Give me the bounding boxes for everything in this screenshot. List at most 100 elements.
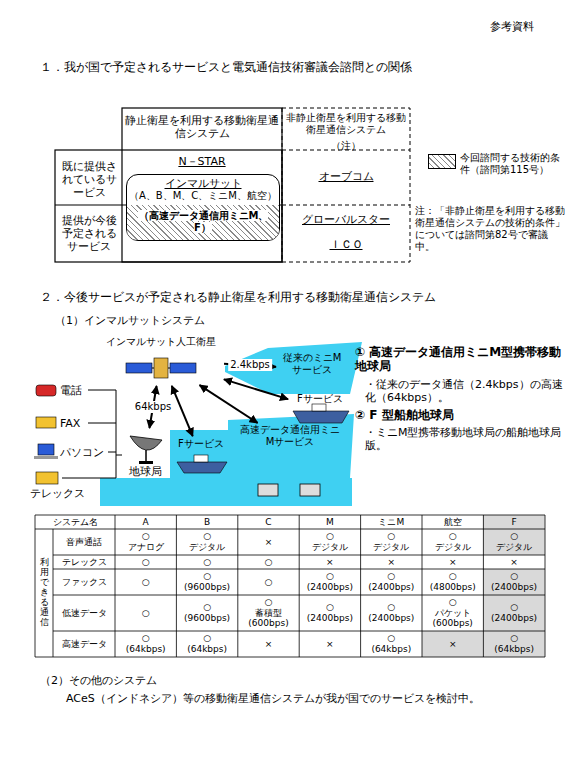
table-cell-text: ○ xyxy=(510,602,518,613)
system-name: ＩＣＯ xyxy=(284,238,408,251)
table-cell-text: × xyxy=(326,639,334,650)
land-band xyxy=(100,478,352,506)
table-cell: M xyxy=(299,515,360,529)
table-cell: ○(64kbps) xyxy=(176,631,237,657)
table-cell-text: (2400bps) xyxy=(368,582,414,593)
terminal-label: 電話 xyxy=(60,384,82,397)
table-cell: ○ xyxy=(115,569,176,595)
table-cell-text: デジタル xyxy=(312,542,348,553)
satellite-icon xyxy=(126,358,196,378)
table-cell-text: ○ xyxy=(142,531,150,542)
table-cell: × xyxy=(299,555,360,569)
table-cell-text: ○ xyxy=(265,577,273,588)
table-cell-text: システム名 xyxy=(53,517,98,528)
table-cell-text: (64kbps) xyxy=(126,644,166,655)
table-cell: ○デジタル xyxy=(299,529,360,555)
hatched-box: （高速データ通信用ミニM、F） xyxy=(127,205,279,240)
table-cell-text: ○ xyxy=(510,571,518,582)
system-name: N－STAR xyxy=(124,155,280,168)
service-region: 従来のミニMサービス xyxy=(278,352,346,386)
table-rule xyxy=(115,515,116,657)
edge-label: 64kbps xyxy=(133,401,173,413)
table-cell-text: テレックス xyxy=(62,557,107,568)
table-cell: ○ xyxy=(115,595,176,631)
table-cell-text: ○ xyxy=(203,531,211,542)
terminal-wiring xyxy=(62,390,122,478)
table-cell: ファックス xyxy=(53,569,115,595)
table-rule xyxy=(35,657,545,658)
node-text: Fサービス xyxy=(172,438,230,450)
table-cell-text: C xyxy=(265,517,271,528)
top-table-lines xyxy=(55,108,410,262)
table-cell: × xyxy=(483,555,544,569)
arrow-connector xyxy=(224,379,288,399)
static-column-frame xyxy=(122,108,282,262)
table-cell-text: ○ xyxy=(142,557,150,568)
table-cell: ○デジタル xyxy=(361,529,422,555)
table-cell: ○(2400bps) xyxy=(299,569,360,595)
table-rule xyxy=(53,529,54,657)
rows-frame xyxy=(55,150,282,262)
table-cell: ○蓄積型(600bps) xyxy=(238,595,299,631)
section-heading: ２．今後サービスが予定される静止衛星を利用する移動衛星通信システム xyxy=(40,290,560,304)
table-cell-text: ミニM xyxy=(378,517,404,528)
terminal-icons xyxy=(34,385,58,484)
table-cell-text: (2400bps) xyxy=(307,582,353,593)
table-cell: ○デジタル xyxy=(483,529,544,555)
arrow-connector xyxy=(172,386,193,436)
table-cell-text: デジタル xyxy=(189,542,225,553)
table-rule xyxy=(237,515,238,657)
table-rule xyxy=(35,515,545,516)
table-cell: ○アナログ xyxy=(115,529,176,555)
table-cell-text: (2400bps) xyxy=(491,582,537,593)
node-text: 地球局 xyxy=(122,465,168,478)
node-text: インマルサット人工衛星 xyxy=(100,336,222,348)
table-cell-text: 低速データ xyxy=(62,608,107,619)
table-cell-text: (2400bps) xyxy=(491,613,537,624)
table-cell: ○(2400bps) xyxy=(483,595,544,631)
table-cell-text: × xyxy=(449,639,457,650)
row-header: 既に提供されているサービス xyxy=(58,160,120,200)
table-cell: ○(9600bps) xyxy=(176,569,237,595)
table-cell-text: 音声通話 xyxy=(66,537,102,548)
table-cell: ○デジタル xyxy=(176,529,237,555)
table-cell: 航空 xyxy=(422,515,483,529)
node-text: 従来のミニMサービス xyxy=(278,352,346,376)
table-cell-text: (2400bps) xyxy=(307,613,353,624)
shaded-cell xyxy=(483,595,544,631)
table-cell-text: (64kbps) xyxy=(371,644,411,655)
table-cell: ○(2400bps) xyxy=(361,569,422,595)
table-cell-text: デジタル xyxy=(496,542,532,553)
table-cell: × xyxy=(361,555,422,569)
pc-icon xyxy=(38,444,54,455)
row-divider xyxy=(282,205,410,206)
table-cell: ミニM xyxy=(361,515,422,529)
table-cell: 音声通話 xyxy=(53,529,115,555)
table-cell: × xyxy=(238,631,299,657)
table-cell: × xyxy=(299,631,360,657)
page-tag: 参考資料 xyxy=(490,20,534,33)
table-cell-text: ○ xyxy=(203,633,211,644)
table-cell-text: ○ xyxy=(510,531,518,542)
column-header: 静止衛星を利用する移動衛星通信システム xyxy=(124,114,280,140)
body-text: ACeS（インドネシア）等の移動衛星通信システムが我が国でのサービスを検討中。 xyxy=(66,692,556,705)
ship-right xyxy=(293,404,349,423)
table-cell: 利用できる通信 xyxy=(35,529,53,657)
edge-label: 2.4kbps xyxy=(228,359,272,371)
table-cell: ○デジタル xyxy=(422,529,483,555)
table-cell-text: (4800bps) xyxy=(430,582,476,593)
nonstatic-column-frame xyxy=(282,108,410,262)
fax-icon xyxy=(36,417,56,428)
table-cell-text: (2400bps) xyxy=(368,613,414,624)
table-cell-text: デジタル xyxy=(373,542,409,553)
table-cell-text: × xyxy=(510,557,518,568)
table-cell-text: ○ xyxy=(449,571,457,582)
portable-terminals xyxy=(258,484,320,496)
node-text: 高速データ通信用ミニMサービス xyxy=(236,424,344,448)
table-cell-text: (9600bps) xyxy=(184,613,230,624)
ship-node: Fサービス xyxy=(290,393,350,425)
table-cell: × xyxy=(422,555,483,569)
table-rule xyxy=(35,515,36,657)
table-cell: ○(4800bps) xyxy=(422,569,483,595)
